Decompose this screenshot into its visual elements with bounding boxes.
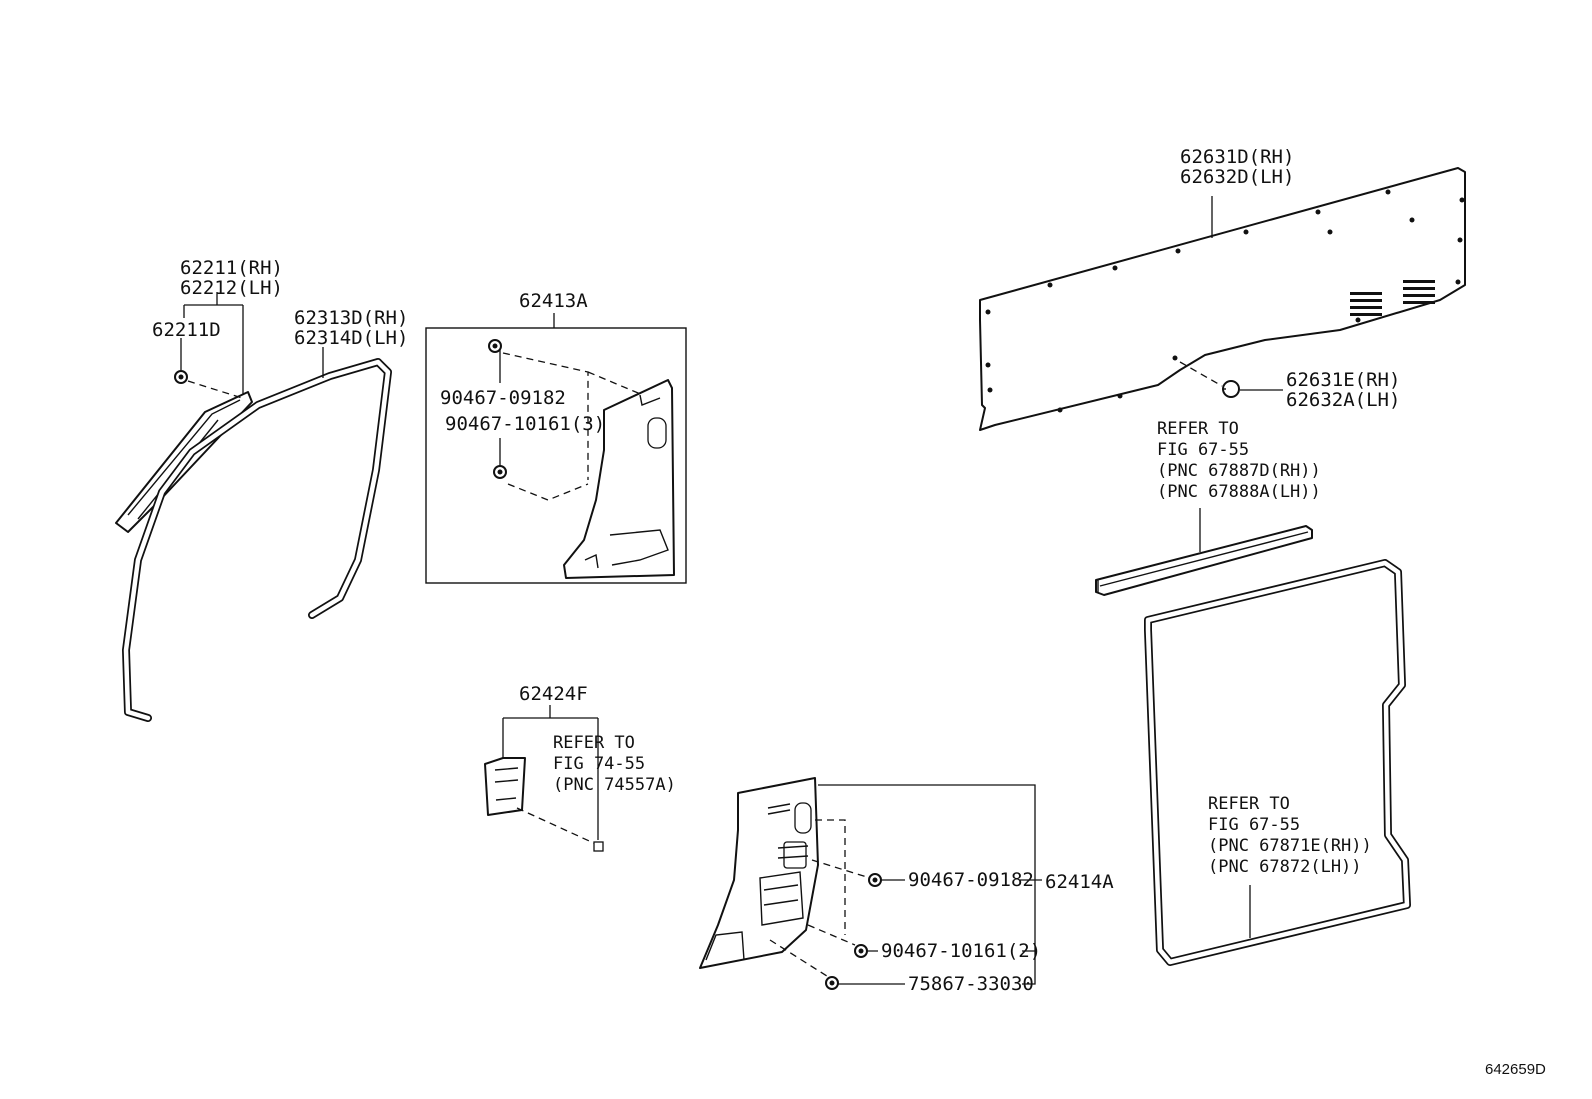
- clip-90467-09182-lower-icon: [868, 873, 882, 887]
- label-62211d: 62211D: [152, 319, 221, 341]
- label-bolt-b-lower: 90467-10161(2): [881, 940, 1041, 962]
- refer-6755b-line1: REFER TO: [1208, 794, 1290, 814]
- label-bolt-a-upper: 90467-09182: [440, 387, 566, 409]
- refer-6755a-line2: FIG 67-55: [1157, 440, 1249, 460]
- quarter-trim-62413a: [563, 379, 675, 579]
- refer-6755b-line3: (PNC 67871E(RH)): [1208, 836, 1372, 856]
- refer-74-line3: (PNC 74557A): [553, 775, 676, 795]
- label-62631e-rh: 62631E(RH): [1286, 369, 1400, 391]
- refer-6755a-line1: REFER TO: [1157, 419, 1239, 439]
- leader-62414a: [818, 784, 1042, 985]
- belt-molding-67887d: [1095, 525, 1313, 596]
- dashed-guide: [187, 380, 243, 399]
- quarter-trim-62414a: [699, 777, 819, 969]
- dashed-guide: [516, 807, 599, 846]
- refer-6755b-line4: (PNC 67872(LH)): [1208, 857, 1362, 877]
- label-clip-lower: 75867-33030: [908, 973, 1034, 995]
- label-62211-rh: 62211(RH): [180, 257, 283, 279]
- clip-90467-09182-upper-icon: [488, 339, 502, 353]
- dashed-guide: [1179, 361, 1223, 387]
- clip-90467-10161-lower-icon: [854, 944, 868, 958]
- bracket-62424f: [484, 757, 526, 816]
- label-62632d-lh: 62632D(LH): [1180, 166, 1294, 188]
- label-bolt-a-lower: 90467-09182: [908, 869, 1034, 891]
- leader-62211: [180, 292, 244, 395]
- label-62632a-lh: 62632A(LH): [1286, 389, 1400, 411]
- weatherstrip-62313d: [122, 358, 392, 722]
- label-62313d-rh: 62313D(RH): [294, 307, 408, 329]
- dashed-guide: [769, 819, 871, 979]
- label-62212-lh: 62212(LH): [180, 277, 283, 299]
- door-trim-panel-62631d: [979, 167, 1466, 431]
- refer-6755a-line4: (PNC 67888A(LH)): [1157, 482, 1321, 502]
- square-clip-icon: [593, 841, 604, 852]
- clip-62211d-icon: [174, 370, 188, 384]
- label-62414a: 62414A: [1045, 871, 1114, 893]
- refer-74-line1: REFER TO: [553, 733, 635, 753]
- dashed-guide: [502, 352, 651, 501]
- refer-6755b-line2: FIG 67-55: [1208, 815, 1300, 835]
- clip-90467-10161-upper-icon: [493, 465, 507, 479]
- figure-code: 642659D: [1485, 1061, 1546, 1078]
- leader-62424f: [502, 705, 599, 840]
- label-bolt-b-upper: 90467-10161(3): [445, 413, 605, 435]
- refer-74-line2: FIG 74-55: [553, 754, 645, 774]
- refer-6755a-line3: (PNC 67887D(RH)): [1157, 461, 1321, 481]
- label-62631d-rh: 62631D(RH): [1180, 146, 1294, 168]
- clip-62631e-icon: [1222, 380, 1240, 398]
- label-62413a: 62413A: [519, 290, 588, 312]
- clip-75867-33030-icon: [825, 976, 839, 990]
- door-weatherstrip-67871e: [1144, 559, 1411, 966]
- label-62314d-lh: 62314D(LH): [294, 327, 408, 349]
- inset-box-62413a: [425, 327, 687, 584]
- leader-bolts-lower: [838, 879, 905, 985]
- label-62424f: 62424F: [519, 683, 588, 705]
